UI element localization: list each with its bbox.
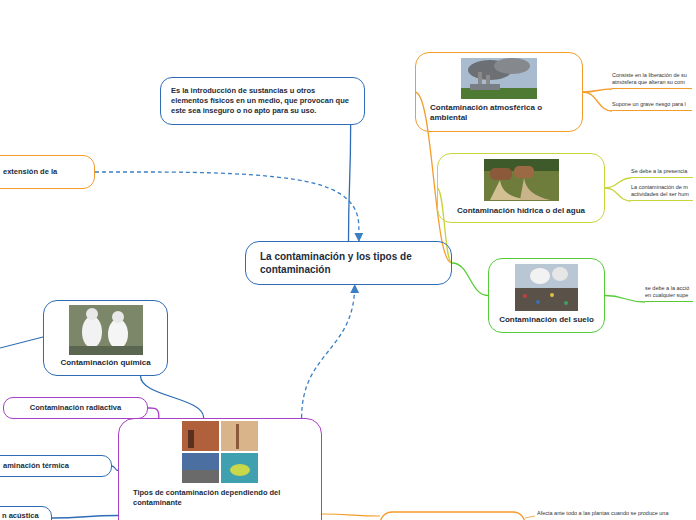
node-text: Supone un grave riesgo para l	[612, 101, 692, 108]
node-text: aminación térmica	[3, 461, 105, 471]
connector	[605, 178, 631, 188]
node-text: Contaminación hídrica o del agua	[444, 206, 598, 216]
connector	[583, 89, 612, 92]
connector	[583, 92, 612, 111]
topic-box: Contaminación radiactiva	[3, 397, 148, 419]
connector	[605, 188, 631, 201]
node-text: se debe a la acció en cualquier supe	[645, 285, 693, 299]
node-text: La contaminación y los tipos de contamin…	[260, 250, 437, 276]
note-text: Supone un grave riesgo para l	[612, 101, 692, 111]
note-text: se debe a la acció en cualquier supe	[645, 285, 693, 302]
topic-box	[380, 512, 525, 520]
connector	[95, 172, 359, 241]
topic-box: Contaminación química	[43, 300, 168, 376]
topic-box: Contaminación hídrica o del agua	[437, 153, 605, 223]
node-text: Tipos de contaminación dependiendo del c…	[133, 488, 307, 508]
node-text: Contaminación química	[50, 358, 161, 368]
pipe-picture	[484, 159, 559, 201]
topic-box: Contaminación del suelo	[488, 258, 605, 333]
note-text: Consiste en la liberación de su atmósfer…	[612, 72, 692, 89]
node-text: Contaminación del suelo	[495, 315, 598, 325]
central-topic: La contaminación y los tipos de contamin…	[245, 241, 452, 285]
node-text: Se debe a la presencia	[631, 168, 693, 175]
connector	[437, 188, 452, 263]
note-text: Se debe a la presencia	[631, 168, 693, 178]
note-text: Afecta ante todo a las plantas cuando se…	[537, 510, 693, 517]
node-text: Contaminación atmosférica o ambiental	[430, 103, 568, 123]
node-text: extensión de la	[3, 167, 86, 177]
definition-box: Es la introducción de sustancias u otros…	[160, 77, 365, 125]
connector	[302, 285, 355, 418]
node-text: n acústica	[2, 511, 47, 520]
connector	[349, 125, 351, 241]
hazmat-picture	[69, 305, 143, 355]
topic-box: extensión de la	[0, 155, 95, 189]
smoke-picture	[461, 58, 537, 99]
node-text: La contaminación de m actividades del se…	[631, 184, 693, 198]
topic-box: n acústica	[0, 506, 52, 520]
connector	[141, 376, 204, 418]
branch-line	[525, 516, 535, 518]
branch-line	[0, 337, 43, 348]
category-box: Tipos de contaminación dependiendo del c…	[118, 418, 322, 520]
connector	[52, 516, 118, 519]
connector	[452, 263, 488, 296]
node-text: Consiste en la liberación de su atmósfer…	[612, 72, 692, 86]
note-text: La contaminación de m actividades del se…	[631, 184, 693, 201]
node-text: Contaminación radiactiva	[10, 403, 141, 413]
connector	[148, 408, 159, 418]
topic-box: aminación térmica	[0, 455, 112, 477]
connector	[605, 296, 645, 303]
dump-picture	[515, 264, 578, 311]
topic-box: Contaminación atmosférica o ambiental	[415, 52, 583, 132]
node-text: Es la introducción de sustancias u otros…	[171, 86, 354, 116]
branch-line	[322, 514, 380, 516]
collage-picture	[182, 421, 258, 483]
